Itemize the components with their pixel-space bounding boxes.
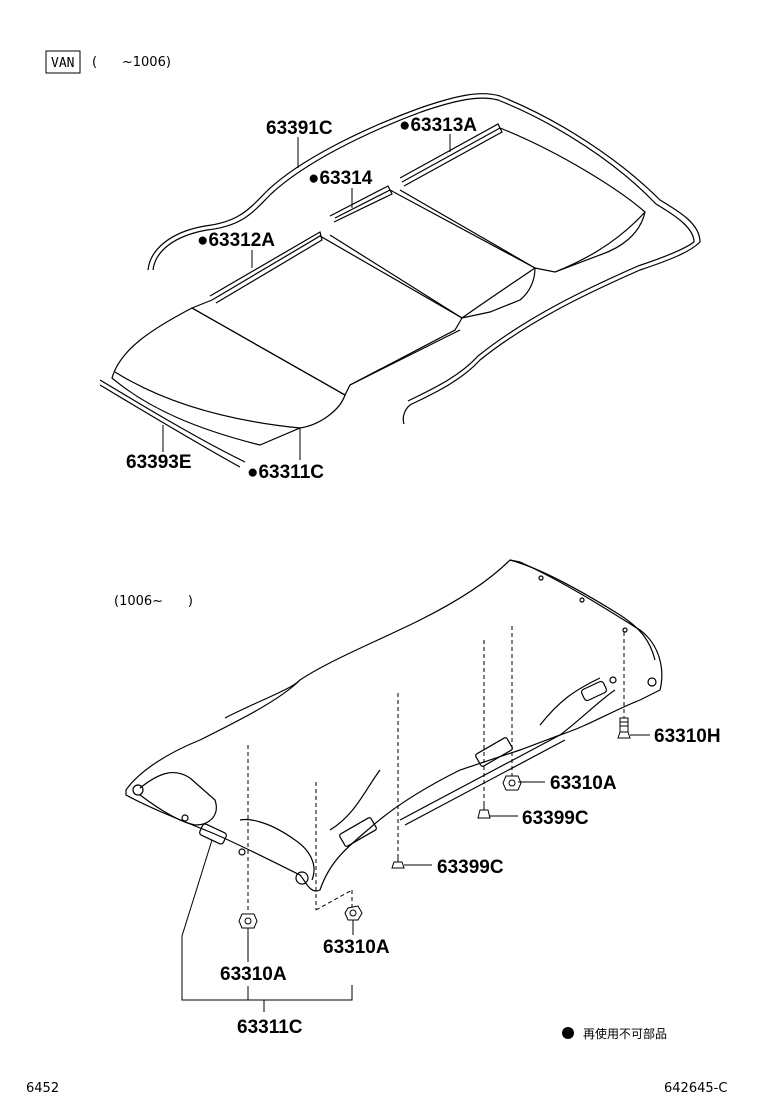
label-63399c-right: 63399C bbox=[522, 808, 589, 829]
handle-recess-1 bbox=[339, 817, 377, 847]
label-63310a-right: 63310A bbox=[550, 773, 617, 794]
headliner-outline bbox=[125, 559, 663, 892]
label-63399c-mid: 63399C bbox=[437, 857, 504, 878]
bottom-leaders bbox=[181, 734, 650, 1012]
label-63313a: ●63313A bbox=[399, 115, 477, 136]
panel-63313a bbox=[399, 127, 646, 273]
top-leaders bbox=[162, 134, 451, 460]
label-63311c-bottom: 63311C bbox=[237, 1017, 303, 1038]
label-63310a-left: 63310A bbox=[220, 964, 287, 985]
front-panel-63311c bbox=[111, 307, 346, 446]
visor-pocket-left bbox=[199, 823, 227, 845]
date-range-bottom: (1006~ ) bbox=[114, 594, 193, 609]
clip-63310h bbox=[617, 717, 631, 739]
label-63393e: 63393E bbox=[126, 452, 192, 473]
molding-63393e bbox=[99, 379, 246, 463]
nut-63310a-right bbox=[502, 775, 522, 791]
bottom-assembly-illustration bbox=[125, 559, 663, 892]
fasteners bbox=[238, 717, 631, 929]
footer-right-code: 642645-C bbox=[664, 1081, 727, 1096]
visor-pocket-right bbox=[580, 680, 608, 702]
non-reusable-bullet bbox=[562, 1027, 574, 1039]
legend-text: 再使用不可部品 bbox=[583, 1026, 667, 1041]
top-assembly-illustration bbox=[99, 93, 701, 468]
panel-63312a bbox=[191, 235, 463, 396]
van-badge-box bbox=[45, 50, 81, 74]
nut-63310a-mid bbox=[344, 905, 363, 921]
clip-63399c-right bbox=[477, 804, 491, 819]
nut-63310a-left bbox=[238, 913, 258, 929]
fastener-guides bbox=[247, 626, 625, 912]
label-63314: ●63314 bbox=[308, 168, 373, 189]
van-badge: VAN bbox=[51, 56, 74, 71]
label-63310a-mid: 63310A bbox=[323, 937, 390, 958]
label-63312a: ●63312A bbox=[197, 230, 275, 251]
clip-63399c-mid bbox=[391, 855, 405, 869]
label-63391c: 63391C bbox=[266, 118, 333, 139]
label-63310h: 63310H bbox=[654, 726, 721, 747]
label-63311c-top: ●63311C bbox=[247, 462, 324, 483]
weatherstrip-63391c bbox=[147, 93, 701, 425]
handle-recess-2 bbox=[475, 737, 513, 767]
footer-left-code: 6452 bbox=[26, 1081, 59, 1096]
date-range-top: ( ~1006) bbox=[92, 55, 171, 70]
